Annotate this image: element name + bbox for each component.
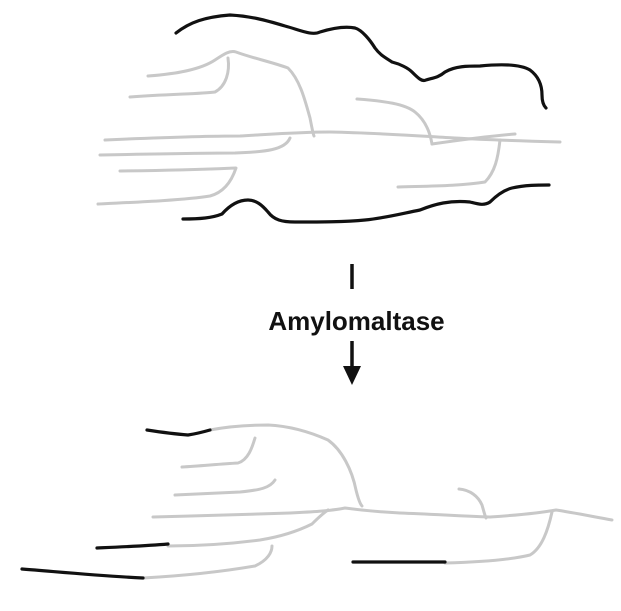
- bottom-black-segment-1: [147, 430, 210, 435]
- bottom-chain-4: [153, 508, 612, 520]
- top-chain-4: [100, 138, 290, 155]
- bottom-black-segment-2: [97, 544, 168, 548]
- top-chain-1: [130, 58, 228, 97]
- bottom-chain-7: [459, 489, 486, 518]
- bottom-gray-chains: [143, 425, 612, 578]
- top-black-chains: [176, 15, 549, 222]
- top-gray-chains: [98, 51, 560, 204]
- bottom-chain-3: [175, 480, 275, 495]
- top-outer-chain-upper: [176, 15, 546, 108]
- bottom-chain-8: [445, 512, 552, 563]
- bottom-black-segments: [22, 430, 445, 578]
- top-chain-5: [98, 168, 236, 204]
- top-chain-7: [398, 140, 500, 187]
- bottom-black-segment-3: [22, 569, 143, 578]
- top-outer-chain-lower: [183, 185, 549, 222]
- bottom-chain-6: [143, 546, 272, 578]
- enzyme-label: Amylomaltase: [0, 306, 621, 337]
- bottom-chain-1: [210, 425, 362, 506]
- arrow-head: [343, 366, 361, 385]
- bottom-chain-2: [182, 438, 255, 467]
